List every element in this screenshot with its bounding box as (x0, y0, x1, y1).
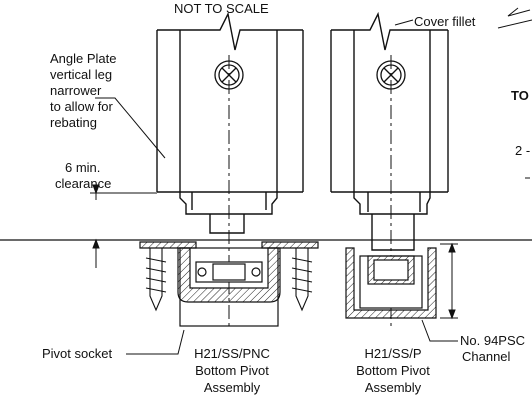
channel-line-1: No. 94PSC (460, 333, 525, 348)
pnc-screws (145, 248, 313, 312)
p-assembly-line-1: H21/SS/P (364, 346, 421, 361)
pnc-assembly-line-2: Bottom Pivot (195, 363, 269, 378)
clearance-line-2: clearance (55, 176, 111, 191)
cut-off-text-to: TO (511, 88, 529, 103)
p-assembly-line-3: Assembly (365, 380, 422, 395)
pivot-socket-leader (126, 329, 185, 355)
clearance-label: 6 min. clearance (55, 160, 111, 191)
angle-plate-line-1: Angle Plate (50, 51, 117, 66)
angle-plate-line-2: vertical leg (50, 67, 112, 82)
pnc-assembly-line-3: Assembly (204, 380, 261, 395)
cut-off-text-2: 2 - (515, 143, 530, 158)
pivot-socket-label: Pivot socket (42, 346, 112, 361)
p-assembly-label: H21/SS/P Bottom Pivot Assembly (356, 346, 430, 395)
channel-line-2: Channel (462, 349, 511, 364)
pnc-assembly-line-1: H21/SS/PNC (194, 346, 270, 361)
angle-plate-line-5: rebating (50, 115, 97, 130)
channel-label: No. 94PSC Channel (460, 333, 525, 364)
left-door (156, 11, 304, 234)
channel-leader (421, 319, 458, 342)
cover-fillet-label: Cover fillet (414, 14, 476, 29)
pnc-assembly-label: H21/SS/PNC Bottom Pivot Assembly (194, 346, 270, 395)
clearance-dimension (90, 184, 157, 268)
left-screw-head (214, 60, 244, 90)
p-assembly-line-2: Bottom Pivot (356, 363, 430, 378)
clearance-line-1: 6 min. (65, 160, 100, 175)
angle-plate-line-4: to allow for (50, 99, 114, 114)
angle-plate-line-3: narrower (50, 83, 102, 98)
p-channel (345, 247, 437, 319)
cover-fillet-leader (394, 7, 532, 29)
channel-height-dimension (440, 242, 458, 320)
angle-plate-leader (95, 97, 166, 159)
right-screw-head (376, 60, 406, 90)
not-to-scale-label: NOT TO SCALE (174, 1, 269, 16)
angle-plate-label: Angle Plate vertical leg narrower to all… (50, 51, 117, 130)
pnc-pivot-socket (139, 241, 319, 327)
right-door (330, 11, 449, 251)
